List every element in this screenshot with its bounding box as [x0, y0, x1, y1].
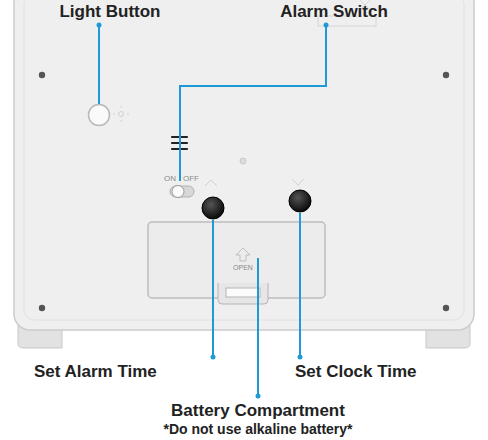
callout-label: Alarm Switch: [280, 2, 388, 22]
callout-label: Battery Compartment: [171, 401, 345, 421]
knob-arrows: [205, 179, 304, 186]
open-arrow: [236, 248, 250, 261]
switch-marking: OFF: [183, 174, 199, 183]
pin-hole: [240, 158, 246, 164]
leader-lines: [99, 25, 326, 396]
callout-label: Set Alarm Time: [34, 362, 157, 382]
screw-holes: [39, 72, 449, 311]
set-clock-knob: [289, 190, 311, 212]
cover-marking: OPEN: [233, 264, 253, 272]
light-button: [89, 105, 110, 126]
set-alarm-knob: [202, 197, 224, 219]
battery-tab: [218, 283, 268, 304]
alarm-switch-knob: [172, 186, 184, 198]
alarm-switch-slot: [170, 186, 194, 197]
leader-dots: [97, 23, 329, 399]
switch-marking: ON: [164, 174, 176, 183]
battery-latch: [226, 288, 260, 297]
housing-rim: [24, 0, 464, 320]
clock-housing: [14, 0, 474, 330]
light-icon: [113, 106, 129, 122]
callout-label: Light Button: [59, 2, 160, 22]
callout-label: Set Clock Time: [295, 362, 417, 382]
warning-note: *Do not use alkaline battery*: [163, 421, 352, 437]
